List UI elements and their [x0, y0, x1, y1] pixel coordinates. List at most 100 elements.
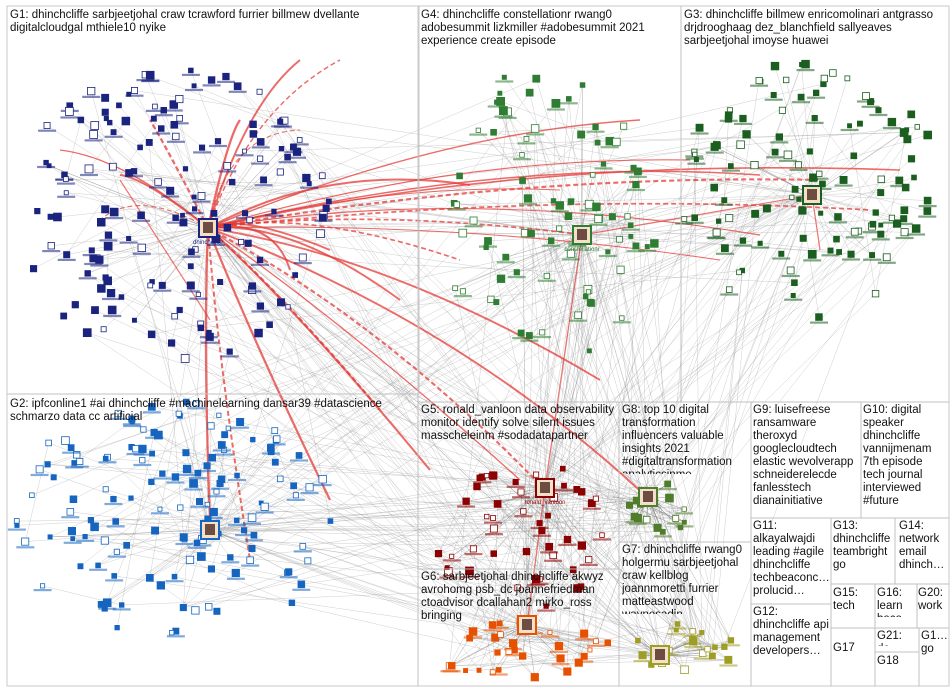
node-label-mark [520, 340, 538, 342]
hub-label-g5: ronald_vanloon [524, 500, 565, 506]
node-label-mark [208, 495, 226, 497]
node [90, 131, 98, 139]
node-label-mark [134, 454, 152, 456]
node [692, 215, 698, 221]
node [494, 501, 501, 508]
node-label-mark [105, 136, 123, 138]
node [119, 603, 124, 608]
node [108, 306, 116, 314]
node [467, 635, 473, 641]
node [888, 118, 896, 126]
node [111, 496, 117, 502]
node [45, 462, 50, 467]
node [752, 210, 759, 217]
node [298, 581, 305, 588]
edge [66, 120, 81, 179]
node [628, 223, 633, 228]
hub-label-g4: constellationr [564, 247, 599, 253]
node [209, 454, 216, 461]
node [870, 253, 875, 258]
node [48, 243, 55, 250]
node [132, 318, 136, 322]
node [51, 475, 56, 480]
node-label-mark [58, 259, 76, 261]
node-label-mark [175, 543, 193, 545]
node [605, 640, 611, 646]
node-label-mark [507, 486, 525, 488]
node [129, 416, 135, 422]
node [249, 283, 256, 290]
node [279, 146, 284, 151]
node [556, 202, 564, 210]
node [565, 213, 572, 220]
node [226, 426, 230, 430]
node-label-mark [560, 102, 578, 104]
node-label-mark [109, 418, 127, 420]
node-label-mark [686, 158, 704, 160]
node [666, 494, 674, 502]
edge [582, 85, 583, 235]
node [857, 121, 862, 126]
node-label-mark [627, 189, 645, 191]
node [532, 575, 540, 583]
node-label-mark [907, 233, 925, 235]
node [113, 519, 119, 525]
node [248, 514, 256, 522]
node [634, 514, 641, 521]
edge [40, 469, 210, 530]
node-label-mark [465, 225, 483, 227]
node-label-mark [103, 315, 121, 317]
node-label-mark [691, 132, 709, 134]
node [168, 340, 174, 346]
node [779, 251, 784, 256]
node-label-mark [634, 660, 652, 662]
node-label-mark [76, 540, 94, 542]
node [149, 479, 155, 485]
node [578, 131, 585, 138]
edge [596, 127, 661, 655]
edge [105, 414, 179, 609]
node [488, 296, 494, 302]
node [725, 656, 732, 663]
node-label-mark [527, 584, 545, 586]
node [583, 294, 588, 299]
node [609, 214, 615, 220]
node [214, 608, 220, 614]
edge [582, 195, 812, 546]
node [518, 330, 524, 336]
node [103, 456, 108, 461]
edge [208, 228, 550, 632]
node [237, 418, 244, 425]
node-label-mark [829, 221, 847, 223]
node [675, 622, 680, 627]
node-label-mark [629, 523, 647, 525]
node-label-mark [550, 651, 568, 653]
node-label-mark [464, 553, 482, 555]
node [65, 108, 73, 116]
node-label-mark [265, 215, 283, 217]
node [85, 271, 91, 277]
edge [545, 255, 872, 488]
node [83, 329, 91, 337]
node [319, 476, 327, 484]
node [585, 200, 593, 208]
node [636, 638, 641, 643]
node [562, 483, 567, 488]
node [590, 173, 595, 178]
node [816, 314, 823, 321]
node [448, 663, 455, 670]
node [177, 307, 182, 312]
node [192, 84, 196, 88]
node-label-mark [166, 580, 184, 582]
node-label-mark [294, 550, 312, 552]
node [566, 97, 571, 102]
node-label-mark [863, 259, 881, 261]
edge [150, 495, 296, 578]
node-label-mark [231, 427, 249, 429]
node [234, 518, 239, 523]
node [242, 211, 247, 216]
node-label-mark [846, 236, 864, 238]
node [211, 210, 217, 216]
node-label-mark [766, 156, 784, 158]
node [813, 90, 819, 96]
